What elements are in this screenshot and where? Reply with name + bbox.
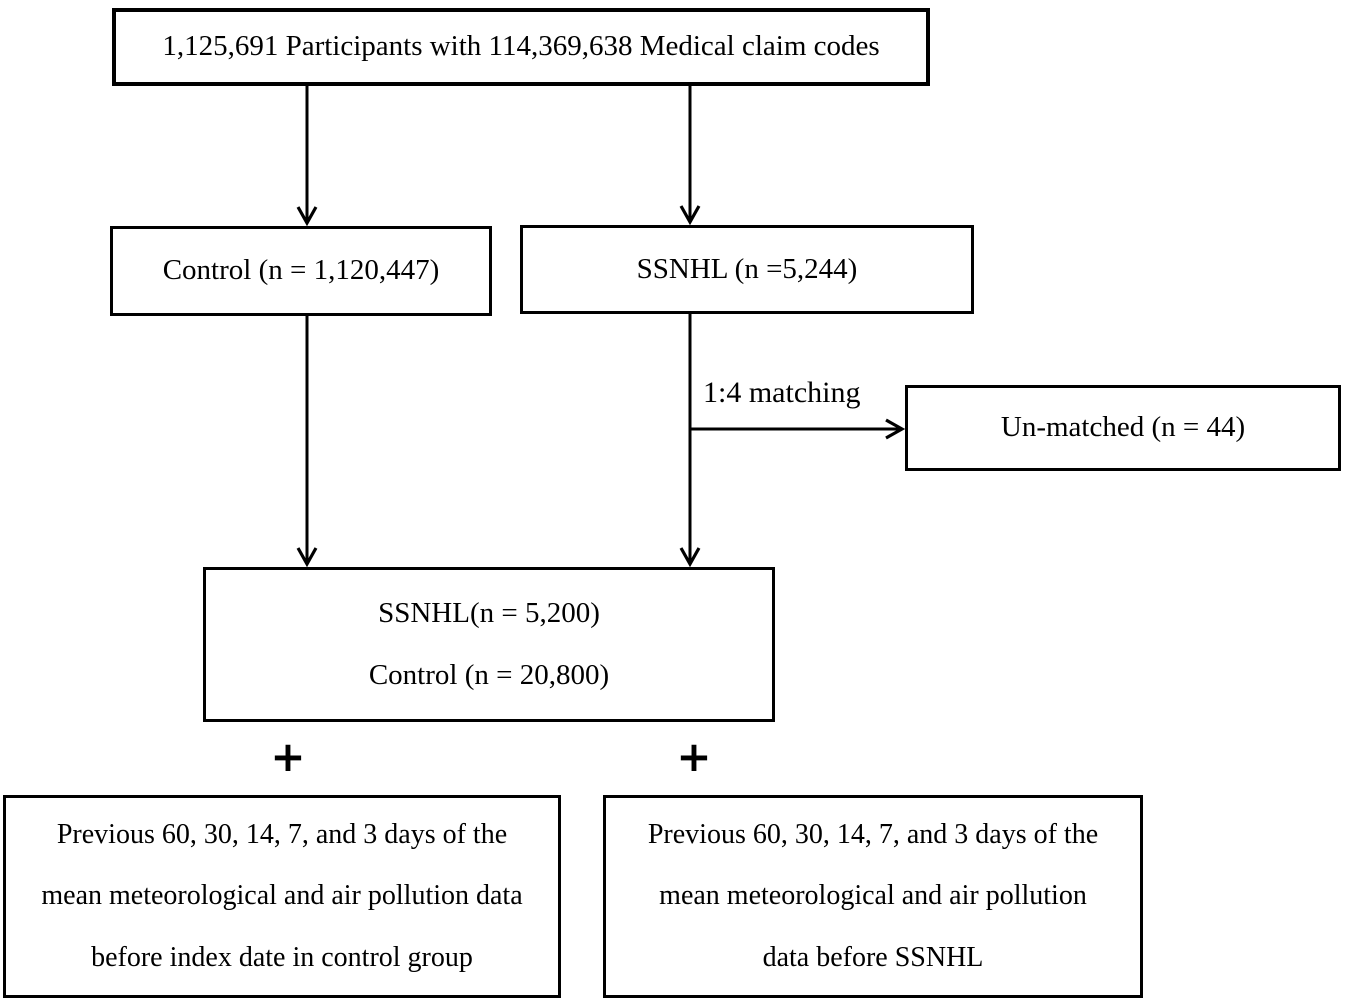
matched-cohort-box: SSNHL(n = 5,200) Control (n = 20,800) — [203, 567, 775, 722]
matching-ratio-label: 1:4 matching — [703, 376, 861, 409]
control-exposure-line-3: before index date in control group — [91, 941, 473, 973]
ssnhl-exposure-box: Previous 60, 30, 14, 7, and 3 days of th… — [603, 795, 1143, 998]
participants-box-text: 1,125,691 Participants with 114,369,638 … — [162, 30, 880, 63]
unmatched-box: Un-matched (n = 44) — [905, 385, 1341, 471]
participants-box: 1,125,691 Participants with 114,369,638 … — [112, 8, 930, 86]
ssnhl-exposure-line-3: data before SSNHL — [762, 941, 984, 973]
control-exposure-line-1: Previous 60, 30, 14, 7, and 3 days of th… — [56, 819, 508, 851]
plus-icon-left: + — [270, 732, 306, 781]
matched-control-text: Control (n = 20,800) — [368, 658, 610, 691]
ssnhl-exposure-line-1: Previous 60, 30, 14, 7, and 3 days of th… — [647, 819, 1099, 851]
matched-ssnhl-text: SSNHL(n = 5,200) — [378, 597, 600, 630]
ssnhl-exposure-line-2: mean meteorological and air pollution — [659, 880, 1087, 912]
unmatched-text: Un-matched (n = 44) — [1000, 411, 1246, 444]
ssnhl-group-box: SSNHL (n =5,244) — [520, 225, 974, 314]
control-exposure-line-2: mean meteorological and air pollution da… — [41, 880, 523, 912]
control-group-box: Control (n = 1,120,447) — [110, 226, 492, 316]
ssnhl-group-text: SSNHL (n =5,244) — [636, 252, 858, 285]
control-group-text: Control (n = 1,120,447) — [162, 254, 440, 287]
plus-icon-right: + — [676, 732, 712, 781]
control-exposure-box: Previous 60, 30, 14, 7, and 3 days of th… — [3, 795, 561, 998]
